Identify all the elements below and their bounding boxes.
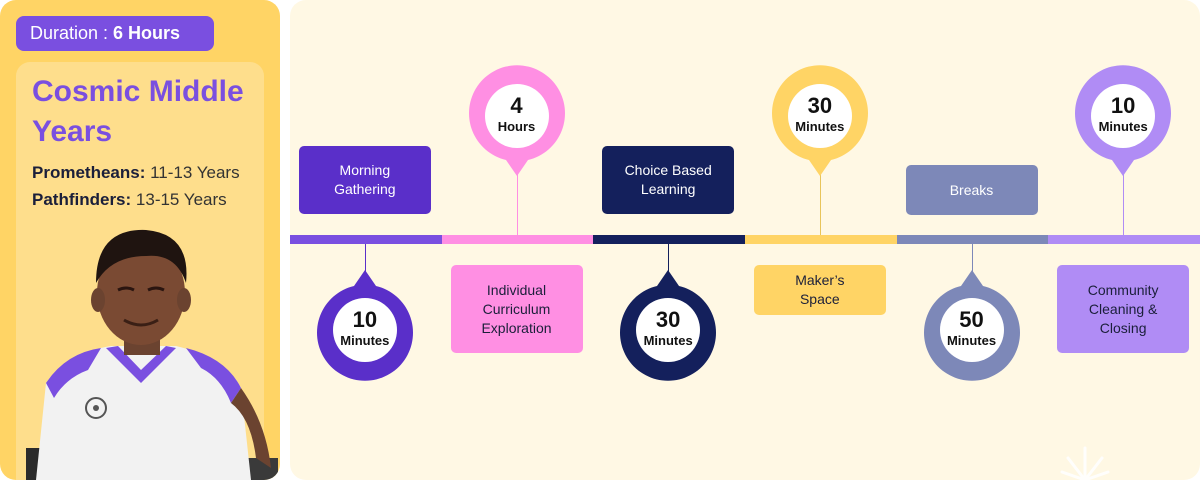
program-title: Cosmic Middle Years bbox=[32, 75, 244, 148]
duration-unit: Minutes bbox=[795, 119, 845, 134]
timeline-segment bbox=[896, 235, 1050, 244]
activity-label: Breaks bbox=[905, 165, 1038, 215]
duration-unit: Minutes bbox=[340, 333, 390, 348]
duration-pin bbox=[771, 65, 868, 176]
activity-label: Individual Curriculum Exploration bbox=[450, 265, 583, 353]
timeline-segment bbox=[1048, 235, 1200, 244]
group-name: Prometheans: bbox=[32, 163, 146, 182]
activity-label: Maker’s Space bbox=[753, 265, 886, 315]
pin-connector bbox=[971, 244, 973, 286]
duration-pin bbox=[923, 270, 1020, 381]
group-age: 11-13 Years bbox=[145, 163, 240, 182]
timeline-segment bbox=[290, 235, 443, 244]
timeline-bar bbox=[290, 235, 1200, 244]
duration-number: 4 bbox=[510, 93, 523, 118]
age-group-pathfinders: Pathfinders: 13-15 Years bbox=[32, 190, 227, 210]
duration-number: 10 bbox=[352, 307, 378, 332]
duration-unit: Minutes bbox=[643, 333, 693, 348]
group-age: 13-15 Years bbox=[131, 190, 227, 209]
duration-unit: Minutes bbox=[1098, 119, 1148, 134]
duration-number: 30 bbox=[655, 307, 681, 332]
duration-label: Duration : bbox=[30, 23, 114, 43]
duration-number: 50 bbox=[959, 307, 984, 332]
duration-value: 6 Hours bbox=[113, 23, 181, 43]
pin-connector bbox=[1123, 168, 1125, 235]
student-photo bbox=[26, 229, 278, 480]
pin-connector bbox=[364, 244, 366, 286]
duration-pin bbox=[620, 270, 717, 381]
pin-connector bbox=[668, 244, 670, 286]
activity-label: Choice Based Learning bbox=[602, 146, 735, 214]
age-group-prometheans: Prometheans: 11-13 Years bbox=[32, 163, 240, 183]
program-card: Duration : 6 Hours Cosmic Middle Years P… bbox=[0, 0, 280, 480]
duration-number: 30 bbox=[807, 93, 833, 118]
activity-label: Community Cleaning & Closing bbox=[1057, 265, 1190, 353]
duration-badge: Duration : 6 Hours bbox=[16, 16, 214, 51]
duration-pin bbox=[1075, 65, 1172, 176]
duration-number: 10 bbox=[1110, 93, 1136, 118]
activity-label: Morning Gathering bbox=[298, 146, 431, 214]
group-name: Pathfinders: bbox=[32, 190, 132, 209]
flower-decoration bbox=[1060, 446, 1110, 480]
pin-connector bbox=[819, 168, 821, 235]
duration-unit: Hours bbox=[497, 119, 536, 134]
timeline-segment bbox=[441, 235, 595, 244]
duration-pin bbox=[468, 65, 565, 176]
duration-pin bbox=[316, 270, 413, 381]
timeline-segment bbox=[745, 235, 898, 244]
duration-unit: Minutes bbox=[946, 333, 997, 348]
pin-connector bbox=[516, 168, 518, 235]
timeline-segment bbox=[593, 235, 746, 244]
